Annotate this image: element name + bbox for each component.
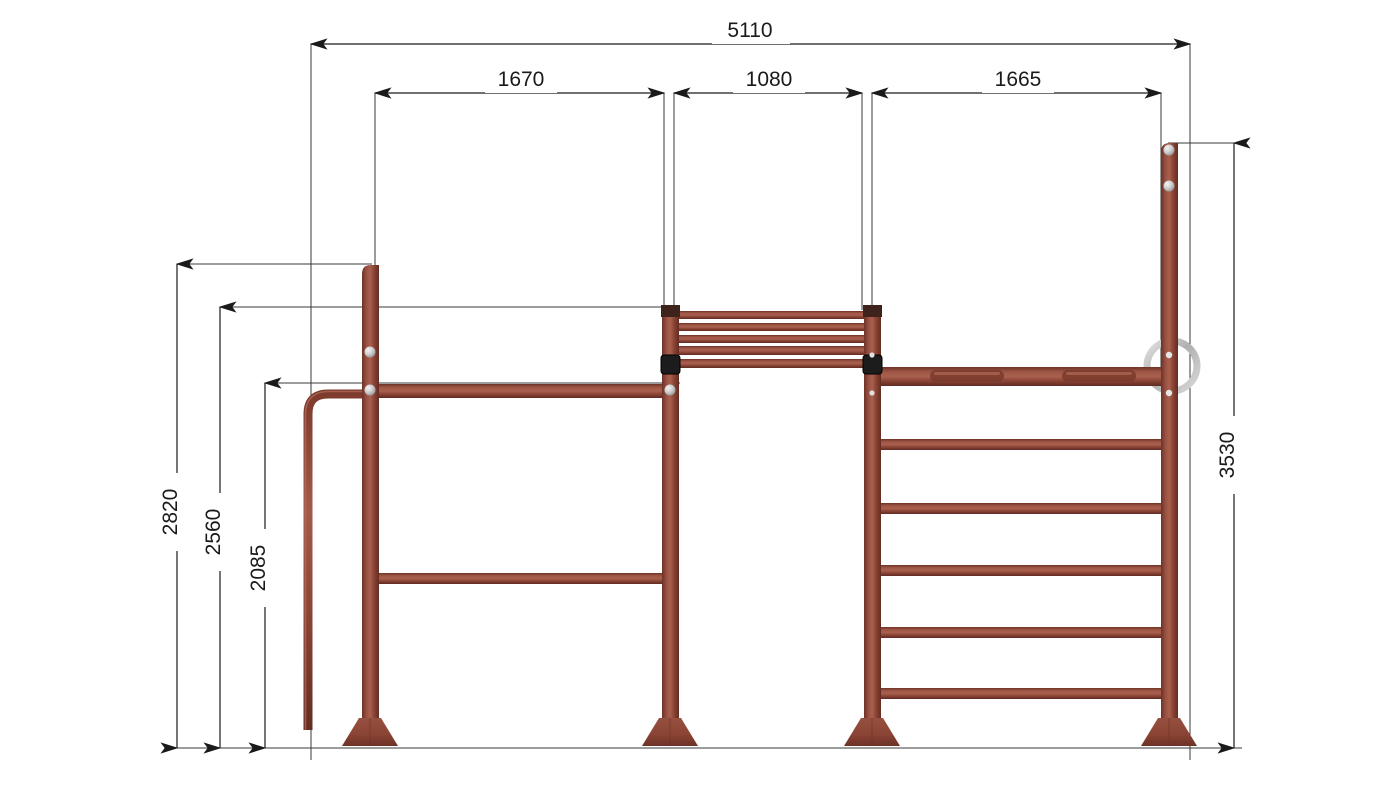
curved-hand-rail-highlight — [304, 390, 370, 730]
bolts — [364, 144, 1175, 397]
grip-pad-2 — [1062, 370, 1136, 382]
vertical-dimension-labels: 2820 2560 2085 3530 — [159, 416, 1247, 607]
dim-label-bay-middle: 1080 — [746, 68, 793, 91]
bolt-icon — [869, 390, 875, 396]
grip-pad-1 — [930, 370, 1004, 382]
dim-label-overall-width: 5110 — [727, 19, 772, 42]
bolt-icon — [1165, 389, 1173, 397]
dim-label-height-3530: 3530 — [1216, 432, 1239, 479]
bracket-post-3 — [862, 354, 883, 375]
low-bar-left — [368, 573, 672, 584]
monkey-bar-ladder — [666, 311, 876, 368]
base-plates — [342, 718, 1197, 746]
bolt-icon — [664, 384, 676, 396]
bracket-post-2 — [660, 354, 681, 375]
dim-label-height-2560: 2560 — [202, 509, 225, 556]
pull-up-bar-left — [368, 384, 672, 398]
wall-bars-right — [872, 439, 1169, 699]
dim-label-bay-left: 1670 — [498, 68, 545, 91]
bolt-icon — [364, 384, 376, 396]
bolt-icon — [1163, 144, 1175, 156]
post-3-mid-right — [862, 305, 883, 722]
post-4-right — [1161, 143, 1178, 722]
bolt-icon — [1163, 180, 1175, 192]
extension-lines — [175, 44, 1242, 760]
curved-hand-rail-left — [303, 389, 370, 730]
dim-label-bay-right: 1665 — [995, 68, 1042, 91]
dim-label-height-2085: 2085 — [247, 545, 270, 592]
bolt-icon — [869, 352, 875, 358]
bolt-icon — [364, 346, 376, 358]
dim-label-height-2820: 2820 — [159, 489, 182, 536]
bolt-icon — [1165, 351, 1173, 359]
fitness-rig-structure — [303, 143, 1201, 746]
post-2-mid-left — [660, 305, 681, 722]
post-1-left — [362, 265, 379, 722]
horizontal-dimension-labels: 5110 1670 1080 1665 — [485, 18, 1054, 93]
